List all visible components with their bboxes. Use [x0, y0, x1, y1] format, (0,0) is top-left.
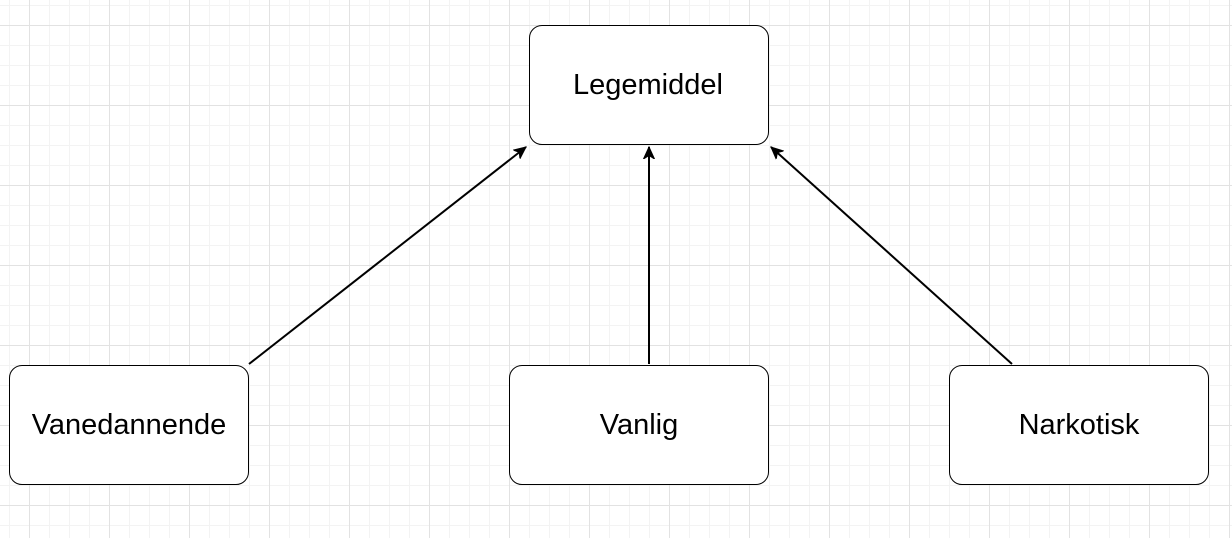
edge-vanedannende-to-legemiddel[interactable]: [248, 146, 526, 365]
node-label-legemiddel: Legemiddel: [573, 68, 723, 101]
node-label-narkotisk: Narkotisk: [1018, 408, 1140, 441]
node-narkotisk[interactable]: Narkotisk: [949, 365, 1209, 485]
node-vanlig[interactable]: Vanlig: [509, 365, 769, 485]
node-label-vanlig: Vanlig: [599, 408, 679, 441]
node-legemiddel[interactable]: Legemiddel: [529, 25, 769, 145]
node-label-vanedannende: Vanedannende: [31, 408, 227, 441]
node-vanedannende[interactable]: Vanedannende: [9, 365, 249, 485]
edge-narkotisk-to-legemiddel[interactable]: [771, 147, 1013, 365]
